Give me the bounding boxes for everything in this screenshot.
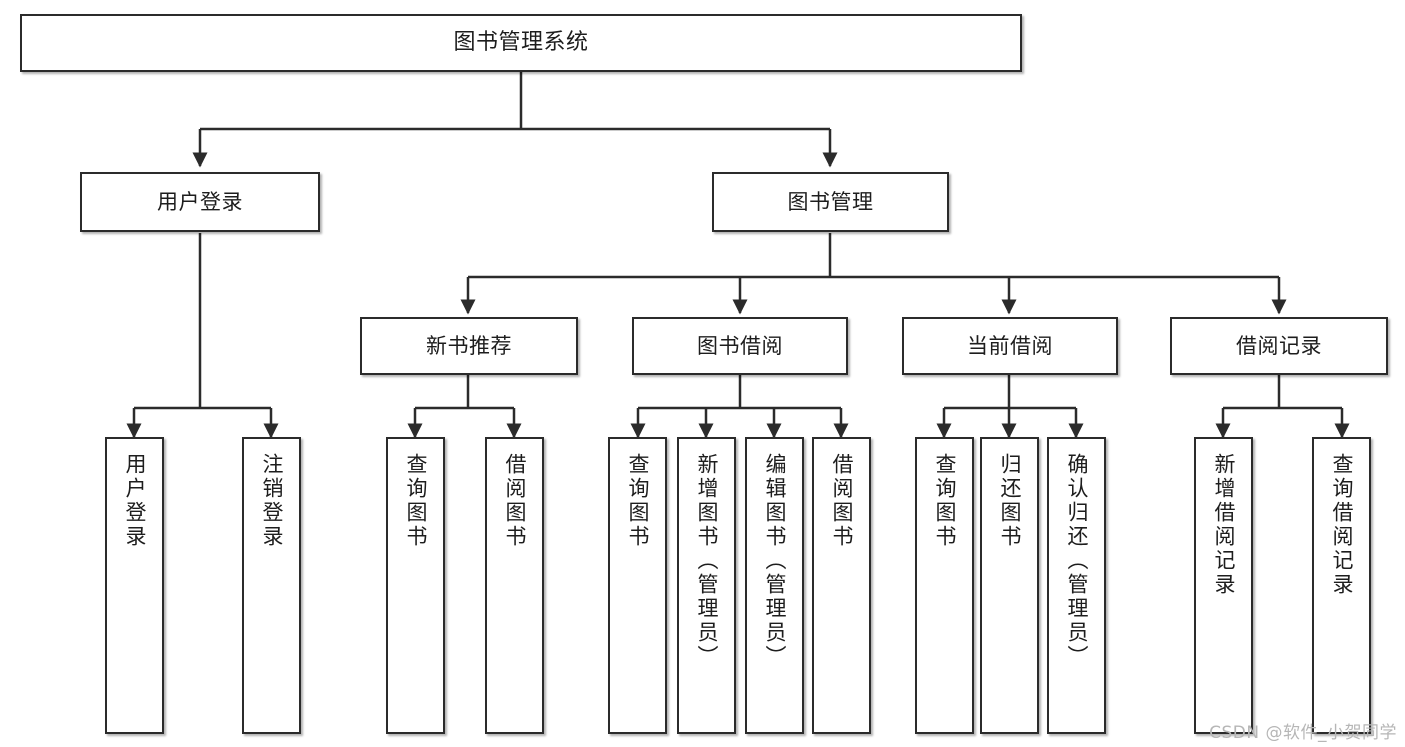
node-label: 新增图书（管理员） (695, 453, 720, 669)
leaf-query-book-recommend[interactable]: 查询图书 (386, 437, 445, 734)
node-label: 借阅图书 (830, 453, 855, 549)
node-label: 用户登录 (123, 453, 148, 549)
node-label: 新书推荐 (426, 333, 512, 358)
leaf-return-book[interactable]: 归还图书 (980, 437, 1039, 734)
leaf-query-book-current[interactable]: 查询图书 (915, 437, 974, 734)
leaf-add-book-admin[interactable]: 新增图书（管理员） (677, 437, 736, 734)
watermark: CSDN @软件_小贺同学 (1209, 723, 1397, 743)
leaf-edit-book-admin[interactable]: 编辑图书（管理员） (745, 437, 804, 734)
node-label: 注销登录 (260, 453, 285, 549)
node-root-book-management-system[interactable]: 图书管理系统 (20, 14, 1022, 72)
node-label: 新增借阅记录 (1212, 453, 1237, 597)
leaf-borrow-book[interactable]: 借阅图书 (812, 437, 871, 734)
node-label: 查询借阅记录 (1330, 453, 1355, 597)
node-user-login[interactable]: 用户登录 (80, 172, 320, 232)
leaf-user-login[interactable]: 用户登录 (105, 437, 164, 734)
leaf-query-borrow-record[interactable]: 查询借阅记录 (1312, 437, 1371, 734)
leaf-confirm-return-admin[interactable]: 确认归还（管理员） (1047, 437, 1106, 734)
node-book-borrow[interactable]: 图书借阅 (632, 317, 848, 375)
node-book-management[interactable]: 图书管理 (712, 172, 949, 232)
leaf-borrow-book-recommend[interactable]: 借阅图书 (485, 437, 544, 734)
leaf-query-book-borrow[interactable]: 查询图书 (608, 437, 667, 734)
node-label: 归还图书 (998, 453, 1023, 549)
node-current-borrow[interactable]: 当前借阅 (902, 317, 1118, 375)
node-label: 图书管理系统 (453, 29, 589, 55)
node-label: 图书管理 (787, 189, 874, 214)
node-label: 当前借阅 (967, 333, 1053, 358)
node-label: 编辑图书（管理员） (763, 453, 788, 669)
node-label: 确认归还（管理员） (1065, 453, 1090, 669)
node-label: 借阅记录 (1236, 333, 1322, 358)
node-label: 查询图书 (933, 453, 958, 549)
node-new-book-recommend[interactable]: 新书推荐 (360, 317, 578, 375)
node-label: 图书借阅 (697, 333, 783, 358)
leaf-add-borrow-record[interactable]: 新增借阅记录 (1194, 437, 1253, 734)
node-label: 借阅图书 (503, 453, 528, 549)
leaf-logout[interactable]: 注销登录 (242, 437, 301, 734)
node-label: 查询图书 (404, 453, 429, 549)
node-borrow-record[interactable]: 借阅记录 (1170, 317, 1388, 375)
node-label: 查询图书 (626, 453, 651, 549)
node-label: 用户登录 (157, 189, 243, 214)
